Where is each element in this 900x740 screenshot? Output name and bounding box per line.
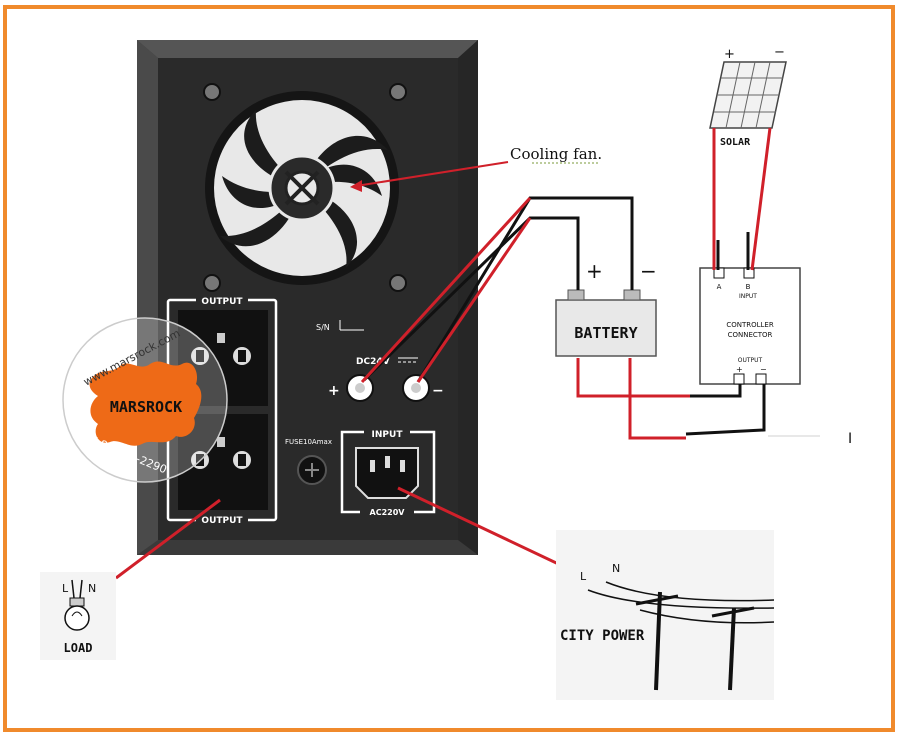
- watermark-brand: MARSROCK: [110, 398, 182, 416]
- iec-power-inlet-icon: [355, 447, 419, 499]
- side-mark: I: [848, 431, 852, 447]
- solar-panel-icon: [709, 61, 787, 129]
- dc-minus-label: −: [432, 383, 444, 399]
- light-bulb-icon: [64, 579, 90, 631]
- load-panel: L N LOAD: [40, 572, 116, 660]
- battery-plus-label: +: [586, 259, 603, 283]
- solar-label: SOLAR: [720, 137, 751, 148]
- controller-connector: A B INPUT CONTROLLER CONNECTOR OUTPUT + …: [699, 267, 801, 385]
- svg-text:+: +: [736, 365, 743, 374]
- battery: BATTERY: [555, 289, 657, 357]
- battery-to-controller-black-a: [690, 384, 742, 398]
- dc24v-label: DC24V: [356, 357, 390, 367]
- controller-b-label: B: [746, 283, 751, 291]
- battery-to-controller-red-a: [576, 358, 690, 398]
- watermark: MARSROCK www.marsrock.com Tel:86-592-229…: [62, 317, 228, 483]
- ac220v-label: AC220V: [370, 508, 406, 517]
- load-l-label: L: [62, 582, 69, 595]
- city-n-label: N: [612, 562, 620, 575]
- output-top-label: OUTPUT: [201, 297, 243, 307]
- controller-line2: CONNECTOR: [728, 331, 773, 339]
- fan-icon: [203, 83, 407, 292]
- ac-input-panel: INPUT AC220V: [340, 426, 436, 517]
- battery-minus-label: −: [640, 259, 657, 283]
- cooling-fan-pointer: [355, 161, 509, 187]
- solar-minus-label: −: [774, 45, 785, 60]
- dc-plus-label: +: [328, 383, 340, 399]
- controller-output-label: OUTPUT: [738, 357, 763, 364]
- solar-negative-wire: [750, 127, 772, 271]
- load-wire: [115, 498, 221, 580]
- svg-text:−: −: [760, 365, 767, 374]
- battery-label: BATTERY: [574, 324, 637, 342]
- battery-negative-wire: [416, 196, 634, 383]
- logo-splash: [89, 361, 202, 446]
- city-power-label: CITY POWER: [560, 628, 645, 644]
- input-label: INPUT: [372, 430, 404, 440]
- battery-positive-wire: [362, 216, 580, 382]
- load-n-label: N: [88, 582, 96, 595]
- load-label: LOAD: [64, 641, 93, 655]
- fuse-label: FUSE10Amax: [285, 438, 332, 446]
- utility-pole-icon: [635, 591, 679, 691]
- battery-to-controller-red-b: [628, 358, 686, 440]
- controller-a-label: A: [717, 283, 722, 291]
- controller-input-label: INPUT: [739, 293, 757, 300]
- dc-red-wire-a: [360, 196, 532, 384]
- sn-label: S/N: [316, 323, 330, 332]
- dc-red-wire-b: [416, 217, 532, 383]
- city-power-panel: L N CITY POWER: [556, 530, 775, 700]
- solar-plus-label: +: [724, 47, 735, 62]
- output-bottom-label: OUTPUT: [201, 516, 243, 526]
- cooling-fan-label: Cooling fan.: [510, 145, 602, 163]
- battery-to-controller-black-b: [685, 384, 766, 436]
- city-l-label: L: [580, 570, 587, 583]
- utility-pole-icon: [711, 606, 755, 691]
- controller-line1: CONTROLLER: [726, 321, 774, 329]
